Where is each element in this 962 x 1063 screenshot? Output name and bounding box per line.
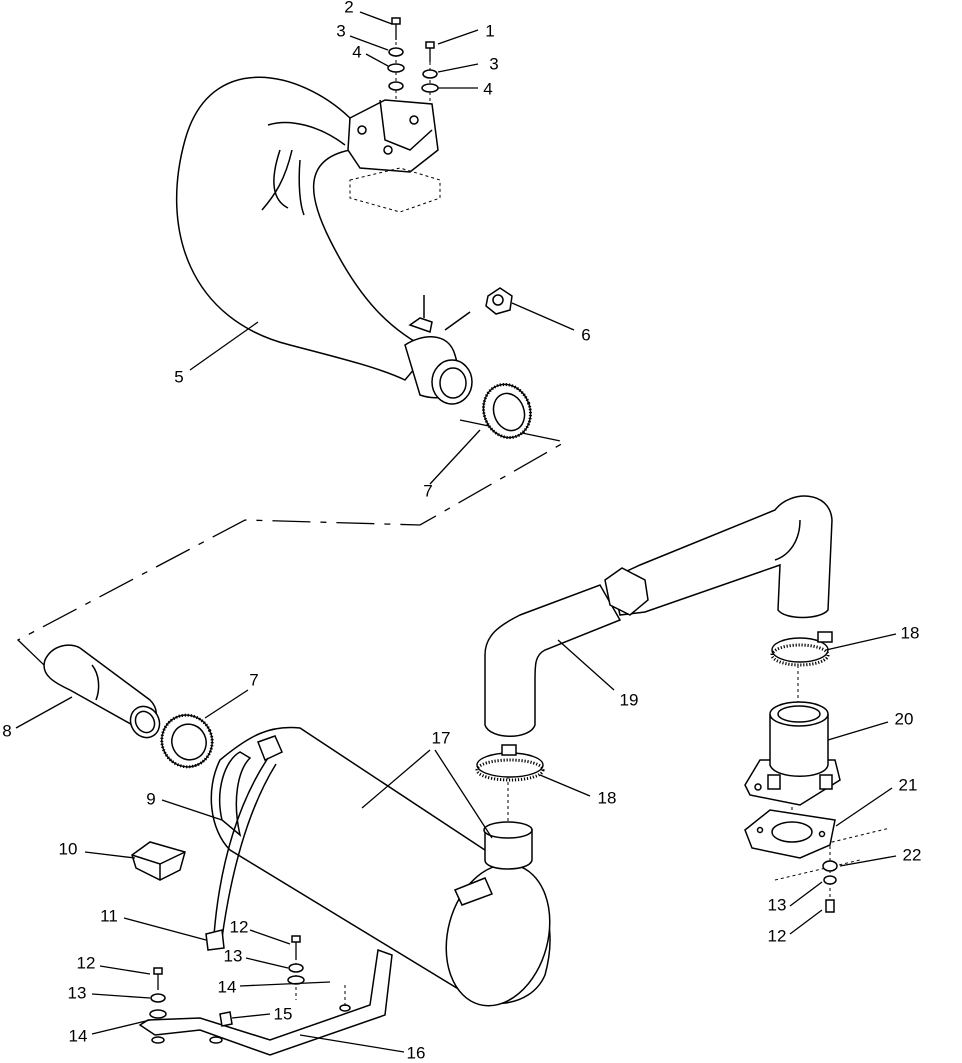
callout-3: 3 [336, 21, 345, 40]
callout-10: 10 [59, 839, 78, 858]
callout-14: 14 [69, 1026, 88, 1045]
callout-1: 1 [485, 21, 494, 40]
callout-4: 4 [483, 79, 492, 98]
clamp-upper [481, 382, 533, 440]
callout-19: 19 [620, 690, 639, 709]
bracket-fasteners [149, 935, 305, 1027]
callout-13: 13 [68, 983, 87, 1002]
callout-8: 8 [2, 721, 11, 740]
sensor-fitting [485, 287, 513, 315]
outlet-gasket [744, 809, 836, 859]
callout-2: 2 [344, 0, 353, 16]
callout-7: 7 [249, 670, 258, 689]
callout-21: 21 [899, 775, 918, 794]
connector-tube [43, 644, 161, 739]
callout-12: 12 [768, 926, 787, 945]
callout-3: 3 [489, 54, 498, 73]
callout-labels: 1 2 3 3 4 4 5 6 7 7 8 9 10 11 12 12 12 1… [2, 0, 921, 1062]
clamp-tail-right [770, 631, 833, 667]
callout-18: 18 [598, 788, 617, 807]
clamp-tail-left [475, 744, 545, 782]
callout-14: 14 [218, 977, 237, 996]
outlet-fasteners [822, 860, 838, 913]
callout-6: 6 [581, 325, 590, 344]
callout-4: 4 [352, 42, 361, 61]
callout-16: 16 [407, 1043, 426, 1062]
callout-18: 18 [901, 623, 920, 642]
top-fasteners [387, 17, 439, 93]
clamp-left [160, 713, 214, 769]
muffler [210, 726, 551, 1007]
callout-13: 13 [768, 895, 787, 914]
callout-7: 7 [423, 481, 432, 500]
callout-20: 20 [895, 709, 914, 728]
callout-13: 13 [224, 946, 243, 965]
callout-11: 11 [100, 906, 118, 925]
callout-17: 17 [432, 728, 451, 747]
callout-9: 9 [146, 789, 155, 808]
muffler-strap [205, 757, 277, 951]
muffler-bracket [138, 948, 393, 1056]
head-pipe [175, 76, 473, 405]
callout-15: 15 [274, 1004, 293, 1023]
insulator-pad [131, 841, 186, 881]
callout-12: 12 [77, 953, 96, 972]
pipe-flange [347, 99, 441, 213]
callout-12: 12 [230, 917, 249, 936]
tail-pipe [484, 495, 833, 737]
leader-lines [15, 11, 897, 1053]
outlet-flange-tube [744, 701, 841, 806]
callout-22: 22 [903, 845, 922, 864]
callout-5: 5 [174, 367, 183, 386]
